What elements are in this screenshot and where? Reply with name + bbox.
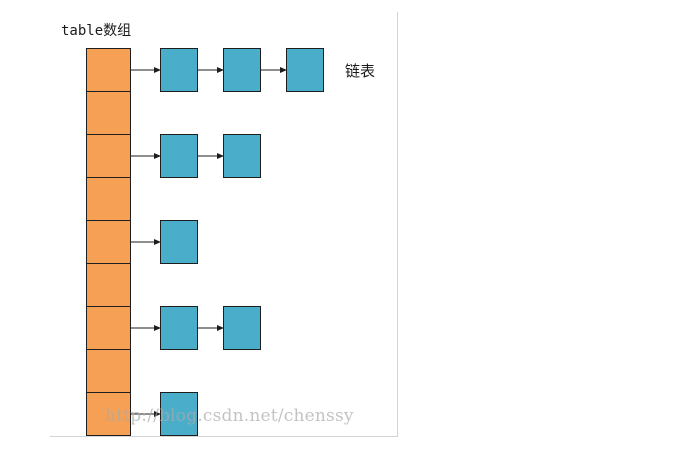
- list-node: [160, 134, 198, 178]
- table-array: [86, 48, 131, 436]
- table-slot: [86, 91, 131, 135]
- table-slot: [86, 134, 131, 178]
- table-slot: [86, 48, 131, 92]
- list-node: [160, 392, 198, 436]
- list-node: [160, 48, 198, 92]
- table-slot: [86, 349, 131, 393]
- list-node: [223, 48, 261, 92]
- list-node: [286, 48, 324, 92]
- table-slot: [86, 220, 131, 264]
- list-node: [223, 134, 261, 178]
- list-node: [223, 306, 261, 350]
- linked-list-label: 链表: [345, 62, 376, 80]
- watermark: http://blog.csdn.net/chenssy: [105, 406, 354, 426]
- table-slot: [86, 177, 131, 221]
- list-node: [160, 306, 198, 350]
- table-slot: [86, 306, 131, 350]
- table-slot: [86, 263, 131, 307]
- linked-lists: [131, 48, 324, 436]
- list-node: [160, 220, 198, 264]
- table-array-label: table数组: [61, 23, 132, 39]
- table-slot: [86, 392, 131, 436]
